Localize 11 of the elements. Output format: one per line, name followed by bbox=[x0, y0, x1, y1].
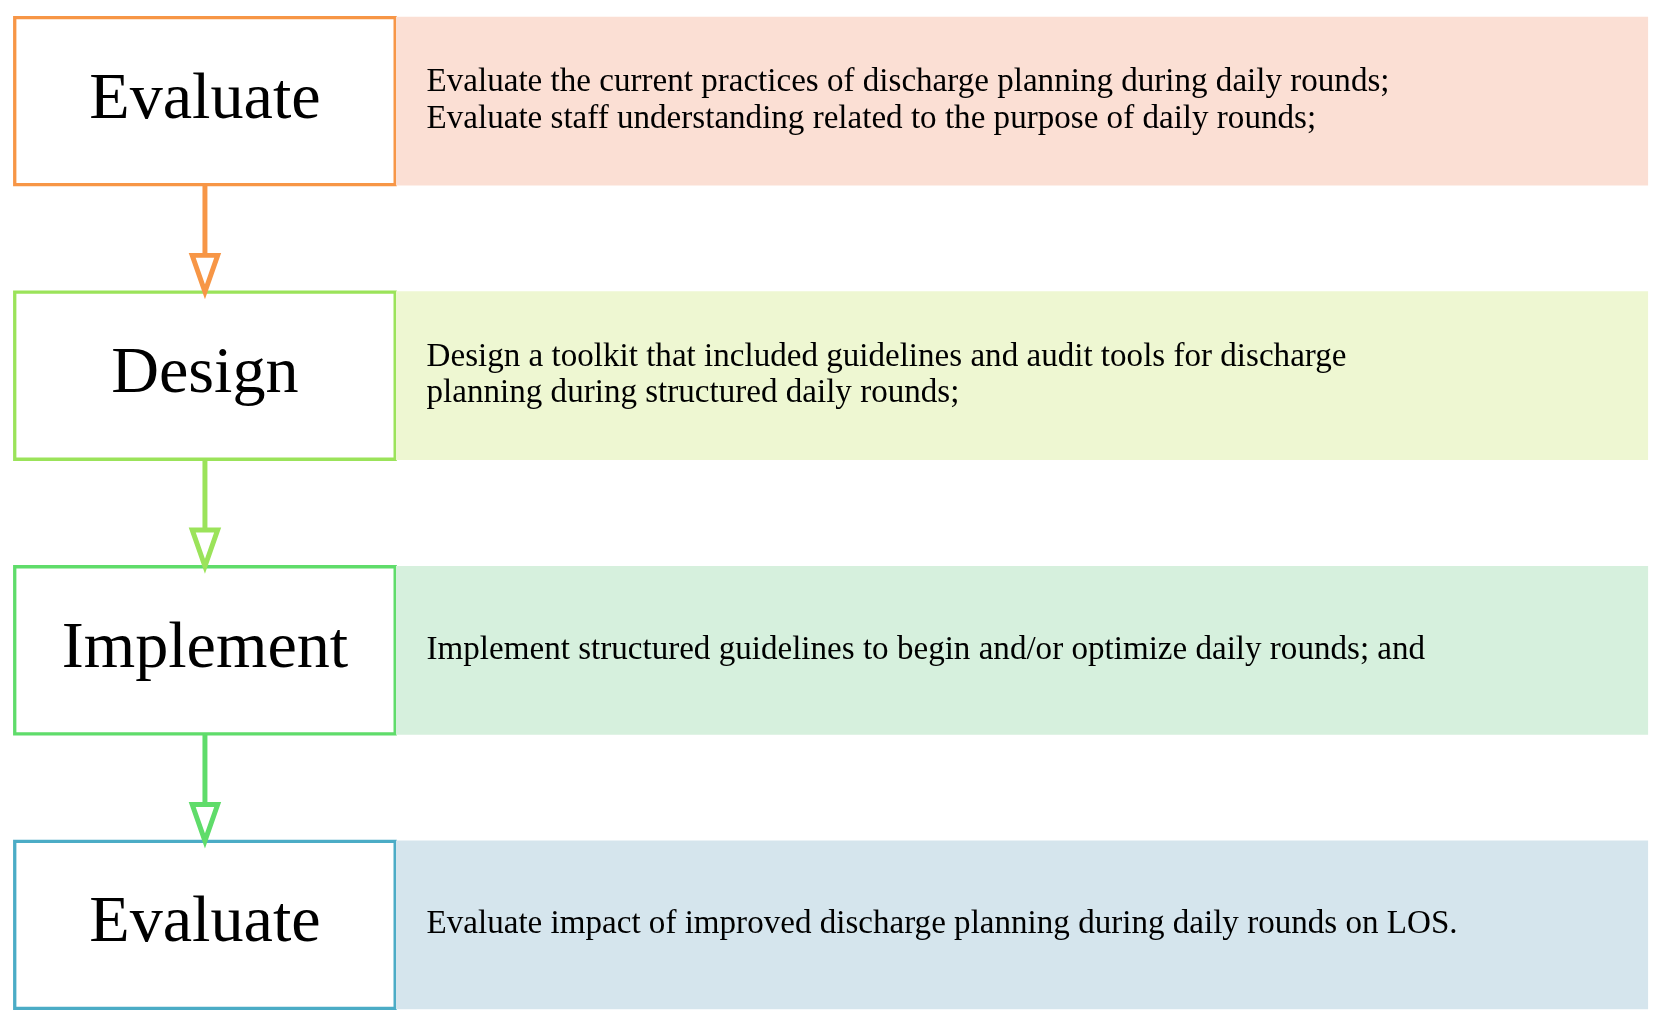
node-box: Implement structured guidelines to begin and/or optimize daily rounds; and bbox=[396, 565, 1649, 735]
node-box: Evaluate bbox=[13, 839, 397, 1010]
arrow bbox=[188, 733, 222, 848]
node-box: Design bbox=[13, 290, 397, 461]
node-box: Implement bbox=[13, 564, 397, 735]
arrow bbox=[188, 459, 222, 574]
arrow bbox=[188, 184, 222, 299]
node-box: Evaluate bbox=[13, 15, 397, 186]
node-box: Design a toolkit that included guidelines and audit tools for discharge planning during structured daily rounds; bbox=[396, 290, 1649, 460]
node-box: Evaluate the current practices of discharge planning during daily rounds; Evaluate staff understanding related to the purpose of daily rounds; bbox=[396, 16, 1649, 185]
node-box: Evaluate impact of improved discharge planning during daily rounds on LOS. bbox=[396, 840, 1649, 1009]
